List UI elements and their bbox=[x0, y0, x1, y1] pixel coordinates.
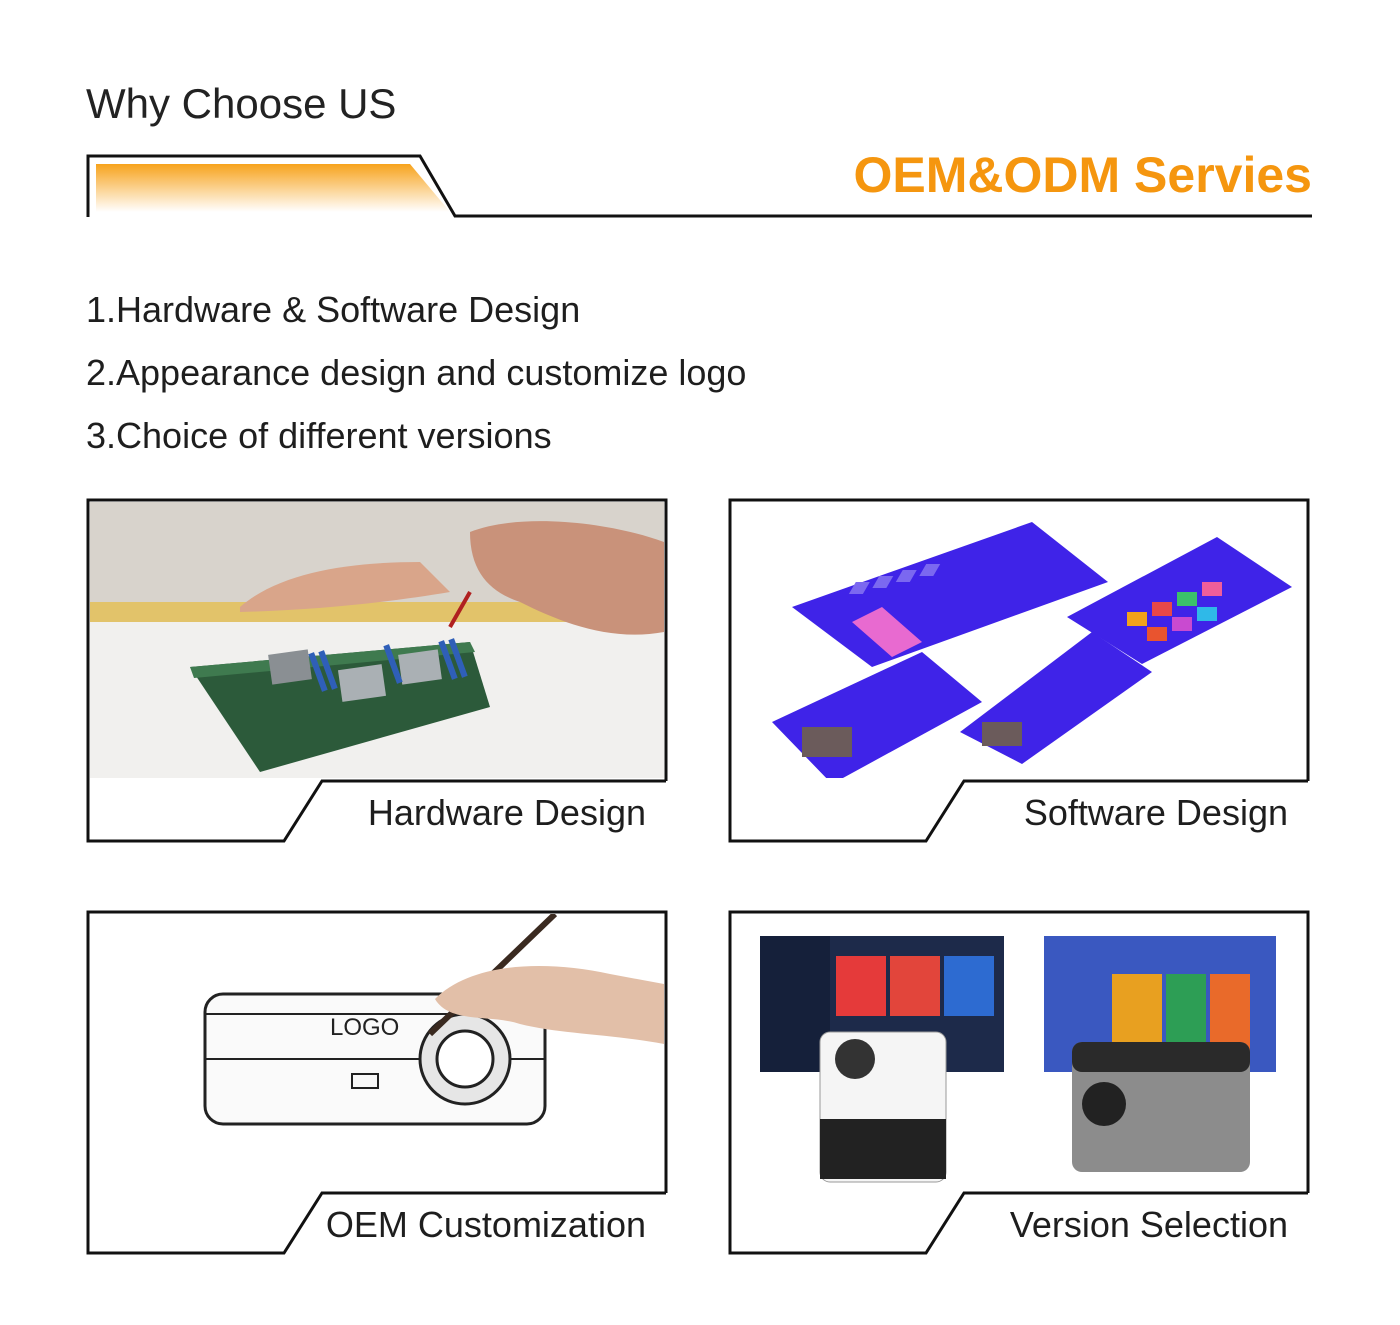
service-item: 3.Choice of different versions bbox=[86, 415, 552, 456]
oem-customization-card: LOGO OEM Customization bbox=[86, 910, 668, 1255]
header-decoration-bar bbox=[86, 154, 1312, 218]
software-design-card: Software Design bbox=[728, 498, 1310, 843]
oem-customization-image bbox=[90, 914, 664, 1190]
card-caption: OEM Customization bbox=[325, 1204, 646, 1245]
oem-logo-text: LOGO bbox=[330, 1014, 400, 1041]
card-caption: Version Selection bbox=[1009, 1204, 1288, 1245]
service-item: 2.Appearance design and customize logo bbox=[86, 352, 747, 393]
card-frame bbox=[86, 910, 668, 1255]
card-caption: Hardware Design bbox=[367, 792, 646, 833]
oem-odm-title: OEM&ODM Servies bbox=[853, 147, 1312, 203]
software-design-image bbox=[732, 502, 1306, 778]
card-frame bbox=[728, 498, 1310, 843]
version-selection-image bbox=[732, 914, 1306, 1190]
service-item: 1.Hardware & Software Design bbox=[86, 289, 581, 330]
card-frame bbox=[86, 498, 668, 843]
card-frame bbox=[728, 910, 1310, 1255]
version-selection-card: Version Selection bbox=[728, 910, 1310, 1255]
why-choose-us-title: Why Choose US bbox=[86, 80, 397, 127]
hardware-design-image bbox=[90, 502, 664, 778]
service-list: 1.Hardware & Software Design 2.Appearanc… bbox=[86, 278, 746, 467]
card-caption: Software Design bbox=[1023, 792, 1288, 833]
hardware-design-card: Hardware Design bbox=[86, 498, 668, 843]
